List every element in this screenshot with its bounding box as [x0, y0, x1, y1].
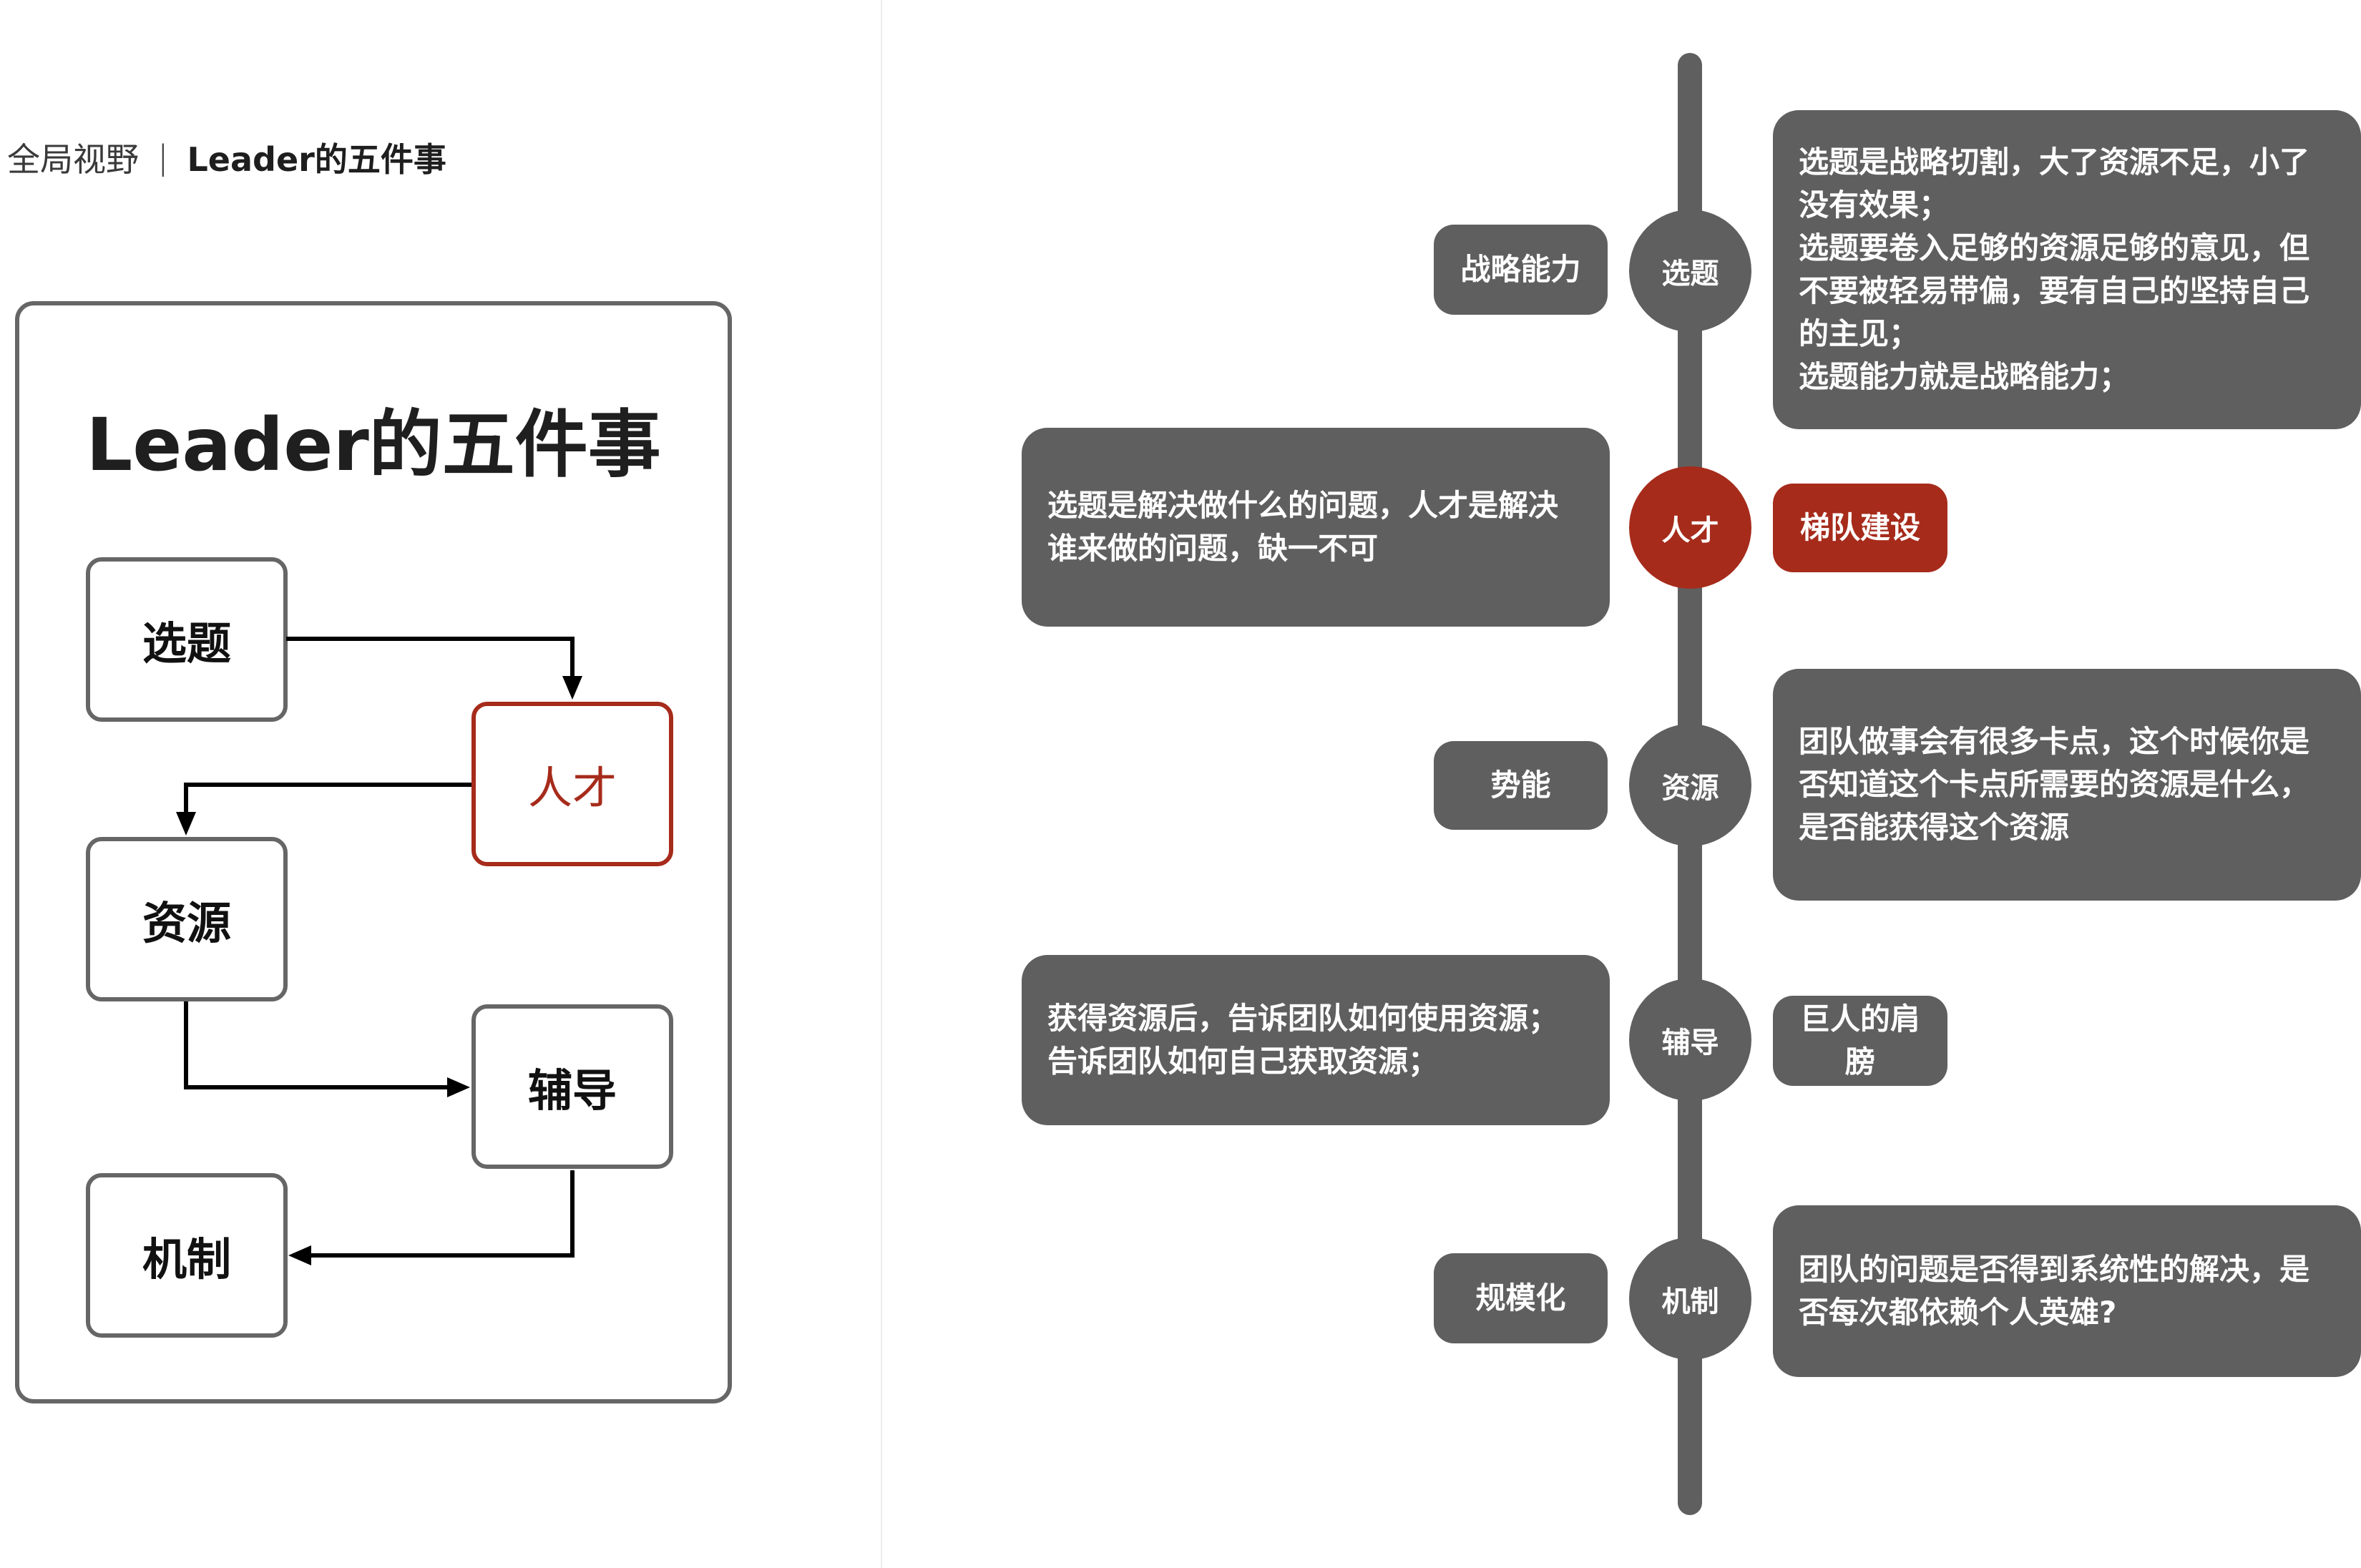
arrowhead-mechanism	[288, 1245, 311, 1265]
timeline-tag-scale: 规模化	[1434, 1253, 1608, 1343]
breadcrumb-separator: |	[157, 138, 169, 177]
card-line: 选题是解决做什么的问题，人才是解决谁来做的问题，缺一不可	[1047, 488, 1559, 566]
arrow-coaching-to-mechanism	[308, 1170, 575, 1258]
timeline-card-coaching: 获得资源后，告诉团队如何使用资源； 告诉团队如何自己获取资源；	[1022, 955, 1610, 1125]
flow-node-talent: 人才	[471, 702, 673, 866]
timeline-tag-succession: 梯队建设	[1773, 484, 1947, 572]
timeline-node-resources: 资源	[1629, 724, 1751, 846]
timeline-tag-giants-shoulders: 巨人的肩膀	[1773, 996, 1947, 1086]
arrow-topic-to-talent	[286, 637, 575, 680]
card-line: 选题能力就是战略能力；	[1799, 359, 2130, 394]
timeline-node-coaching: 辅导	[1629, 979, 1751, 1101]
card-line: 团队做事会有很多卡点，这个时候你是否知道这个卡点所需要的资源是什么，是否能获得这…	[1799, 724, 2310, 845]
arrowhead-coaching	[447, 1077, 470, 1097]
flow-node-topic: 选题	[86, 557, 288, 722]
timeline-node-mechanism: 机制	[1629, 1238, 1751, 1360]
flow-node-coaching: 辅导	[471, 1004, 673, 1169]
arrow-resources-to-coaching	[184, 1001, 451, 1089]
breadcrumb-section[interactable]: 全局视野	[7, 140, 139, 179]
page-header: 全局视野 | Leader的五件事	[7, 136, 446, 179]
card-line: 告诉团队如何自己获取资源；	[1047, 1044, 1439, 1079]
diagram-title: Leader的五件事	[86, 403, 661, 488]
column-divider	[881, 0, 882, 1568]
flow-node-resources: 资源	[86, 837, 288, 1001]
card-line: 获得资源后，告诉团队如何使用资源；	[1047, 1001, 1559, 1036]
timeline-card-resources: 团队做事会有很多卡点，这个时候你是否知道这个卡点所需要的资源是什么，是否能获得这…	[1773, 669, 2361, 901]
timeline-node-talent: 人才	[1629, 466, 1751, 589]
arrowhead-talent	[562, 676, 582, 700]
flow-node-mechanism: 机制	[86, 1173, 288, 1338]
page-title: Leader的五件事	[187, 140, 446, 179]
card-line: 选题要卷入足够的资源足够的意见，但不要被轻易带偏，要有自己的坚持自己的主见；	[1799, 230, 2310, 351]
arrowhead-resources	[176, 812, 196, 836]
card-line: 选题是战略切割，大了资源不足，小了没有效果；	[1799, 144, 2310, 222]
diagram-frame	[15, 301, 732, 1403]
timeline-card-mechanism: 团队的问题是否得到系统性的解决，是否每次都依赖个人英雄?	[1773, 1205, 2361, 1377]
timeline-tag-momentum: 势能	[1434, 741, 1608, 830]
card-line: 团队的问题是否得到系统性的解决，是否每次都依赖个人英雄?	[1799, 1252, 2310, 1330]
timeline-node-topic: 选题	[1629, 210, 1751, 332]
arrow-talent-to-resources	[184, 783, 471, 815]
flow-arrows	[176, 637, 582, 1265]
timeline-card-topic: 选题是战略切割，大了资源不足，小了没有效果； 选题要卷入足够的资源足够的意见，但…	[1773, 110, 2361, 429]
timeline-tag-strategy: 战略能力	[1434, 225, 1608, 315]
timeline-card-talent: 选题是解决做什么的问题，人才是解决谁来做的问题，缺一不可	[1022, 428, 1610, 627]
